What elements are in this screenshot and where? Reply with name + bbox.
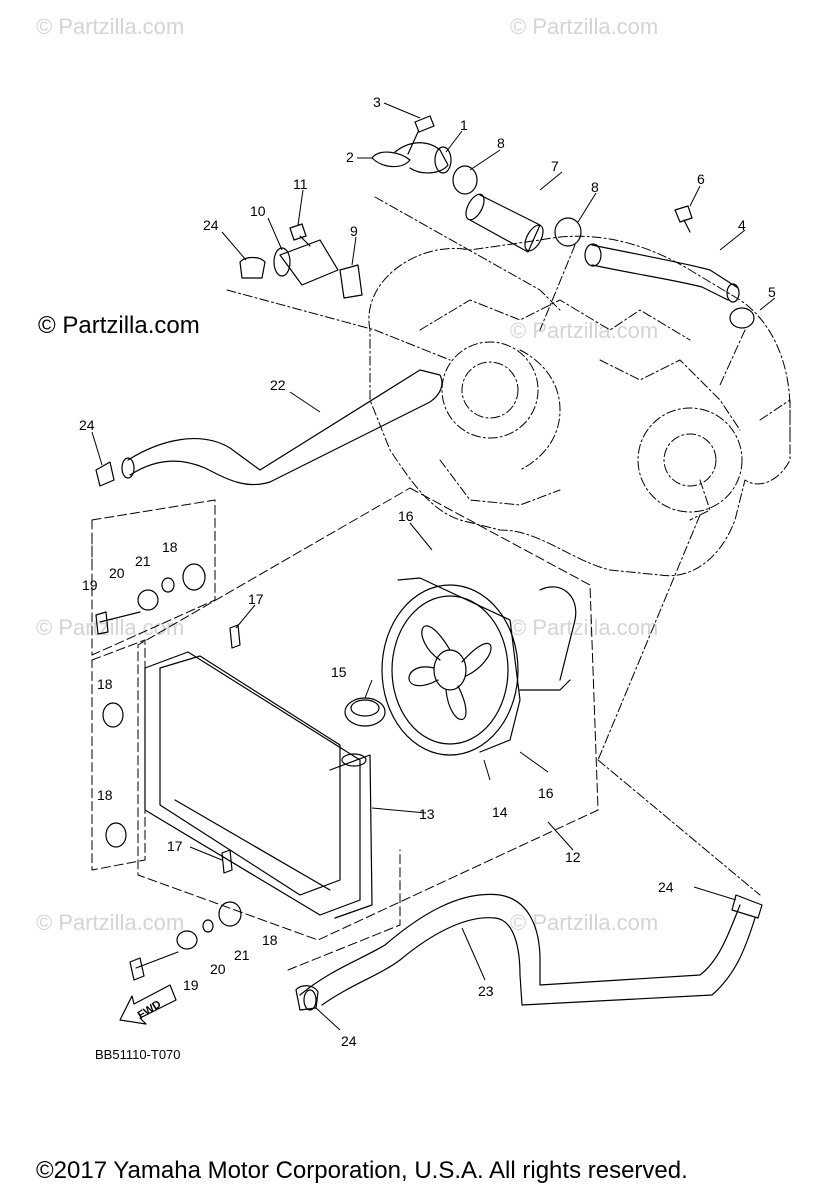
- callout-label: 1: [460, 117, 468, 133]
- callout-label: 18: [162, 539, 178, 555]
- part-23-hose: [299, 893, 756, 1006]
- part-24-clamp: [239, 256, 266, 279]
- callout-label: 14: [492, 804, 508, 820]
- part-6-bolt: [674, 205, 693, 233]
- callout-label: 17: [248, 591, 264, 607]
- callout-label: 10: [250, 203, 266, 219]
- watermark: © Partzilla.com: [510, 910, 659, 935]
- copyright-notice: ©2017 Yamaha Motor Corporation, U.S.A. A…: [36, 1157, 688, 1184]
- callout-label: 18: [97, 787, 113, 803]
- callout-label: 17: [167, 838, 183, 854]
- callout-label: 24: [341, 1033, 357, 1049]
- callout-label: 6: [697, 171, 705, 187]
- part-17-clip: [229, 624, 241, 649]
- callout-labels: 1 2 3 4 5 6 7 8 8 9 10 11 12 13 14 15 16…: [79, 94, 776, 1049]
- callout-label: 8: [497, 135, 505, 151]
- callout-label: 24: [658, 879, 674, 895]
- callout-label: 24: [203, 217, 219, 233]
- callout-label: 21: [135, 553, 151, 569]
- part-5-oring: [729, 307, 755, 329]
- part-11-bolt: [289, 223, 311, 247]
- part-2-gasket: [371, 151, 411, 168]
- part-15-cap: [344, 697, 386, 727]
- callout-label: 18: [97, 676, 113, 692]
- callout-label: 22: [270, 377, 286, 393]
- part-13-radiator: [144, 651, 373, 919]
- watermark: © Partzilla.com: [36, 14, 185, 39]
- callout-label: 20: [109, 565, 125, 581]
- callout-label: 9: [350, 223, 358, 239]
- callout-label: 19: [82, 577, 98, 593]
- callout-label: 16: [538, 785, 554, 801]
- group-boxes: [91, 487, 599, 971]
- part-4-pipe: [591, 244, 739, 301]
- watermark: © Partzilla.com: [36, 910, 185, 935]
- part-3-bolt: [407, 115, 435, 155]
- watermark: © Partzilla.com: [510, 615, 659, 640]
- watermark: © Partzilla.com: [510, 318, 659, 343]
- part-8-clamp: [452, 165, 478, 195]
- callout-label: 19: [183, 977, 199, 993]
- fwd-arrow: [119, 984, 177, 1025]
- callout-label: 5: [768, 284, 776, 300]
- callout-label: 21: [234, 947, 250, 963]
- callout-label: 18: [262, 932, 278, 948]
- part-22-hose: [127, 369, 443, 486]
- callout-label: 12: [565, 849, 581, 865]
- part-7-hose: [469, 194, 541, 253]
- part-1-elbow: [394, 142, 449, 174]
- part-19-bolt: [95, 611, 141, 635]
- diagram-code: BB51110-T070: [95, 1047, 181, 1062]
- engine-outline: [368, 235, 791, 577]
- callout-label: 3: [373, 94, 381, 110]
- callout-label: 8: [591, 179, 599, 195]
- leader-lines: [226, 196, 761, 896]
- callout-label: 20: [210, 961, 226, 977]
- callout-label: 2: [346, 149, 354, 165]
- part-18-grommet: [182, 563, 206, 591]
- callout-label: 11: [293, 176, 308, 192]
- callout-label: 23: [478, 983, 494, 999]
- part-10-outlet: [279, 239, 339, 286]
- part-9-sensor: [339, 264, 363, 299]
- part-14-fan: [381, 577, 577, 756]
- callout-label: 13: [419, 806, 435, 822]
- callout-label: 24: [79, 417, 95, 433]
- callout-label: 15: [331, 664, 347, 680]
- watermark: © Partzilla.com: [510, 14, 659, 39]
- callout-label: 4: [738, 217, 746, 233]
- watermark-main: © Partzilla.com: [38, 312, 200, 339]
- callout-label: 16: [398, 508, 414, 524]
- callout-label: 7: [551, 158, 559, 174]
